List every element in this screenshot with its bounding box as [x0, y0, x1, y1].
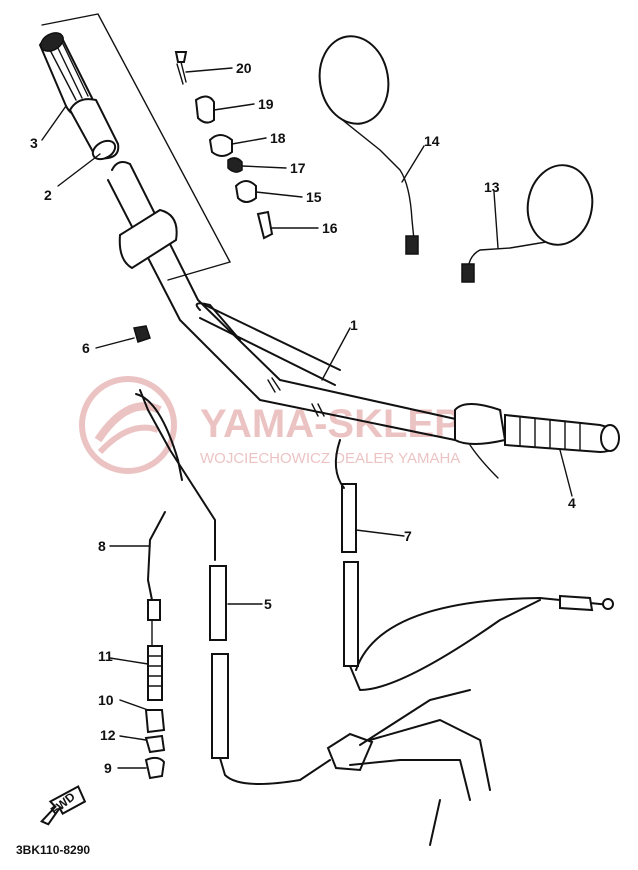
- callout-4: 4: [568, 495, 576, 511]
- callout-18: 18: [270, 130, 286, 146]
- throttle-sleeve: [68, 98, 120, 161]
- callout-10: 10: [98, 692, 114, 708]
- cables: [135, 389, 614, 846]
- inset-bracket: [41, 13, 232, 281]
- watermark-logo-icon: [79, 376, 177, 474]
- clutch-adjuster-parts: [144, 599, 166, 780]
- callout-5: 5: [264, 596, 272, 612]
- left-mirror: [318, 35, 419, 255]
- callout-12: 12: [100, 727, 116, 743]
- fwd-arrow-icon: FWD: [39, 785, 87, 826]
- callout-15: 15: [306, 189, 322, 205]
- diagram-code: 3BK110-8290: [16, 843, 90, 857]
- right-mirror: [461, 164, 594, 283]
- callout-20: 20: [236, 60, 252, 76]
- callout-6: 6: [82, 340, 90, 356]
- callout-2: 2: [44, 187, 52, 203]
- callout-numbers: 1 2 3 4 5 6 7 8 9 10 11 12 13 14 15 16 1…: [30, 60, 576, 776]
- callout-14: 14: [424, 133, 440, 149]
- callout-7: 7: [404, 528, 412, 544]
- callout-3: 3: [30, 135, 38, 151]
- handlebar: [107, 161, 461, 441]
- callout-11: 11: [98, 648, 113, 664]
- callout-16: 16: [322, 220, 338, 236]
- nut-6: [133, 325, 151, 343]
- callout-13: 13: [484, 179, 500, 195]
- callout-17: 17: [290, 160, 306, 176]
- callout-8: 8: [98, 538, 106, 554]
- watermark-subtext: WOJCIECHOWICZ DEALER YAMAHA: [200, 450, 460, 467]
- callout-9: 9: [104, 760, 112, 776]
- leader-lines: [41, 67, 573, 769]
- watermark: YAMA-SKLEP.PL WOJCIECHOWICZ DEALER YAMAH…: [79, 376, 518, 474]
- callout-19: 19: [258, 96, 274, 112]
- fasteners: [174, 51, 274, 240]
- callout-1: 1: [350, 317, 358, 333]
- right-grip: [454, 403, 620, 479]
